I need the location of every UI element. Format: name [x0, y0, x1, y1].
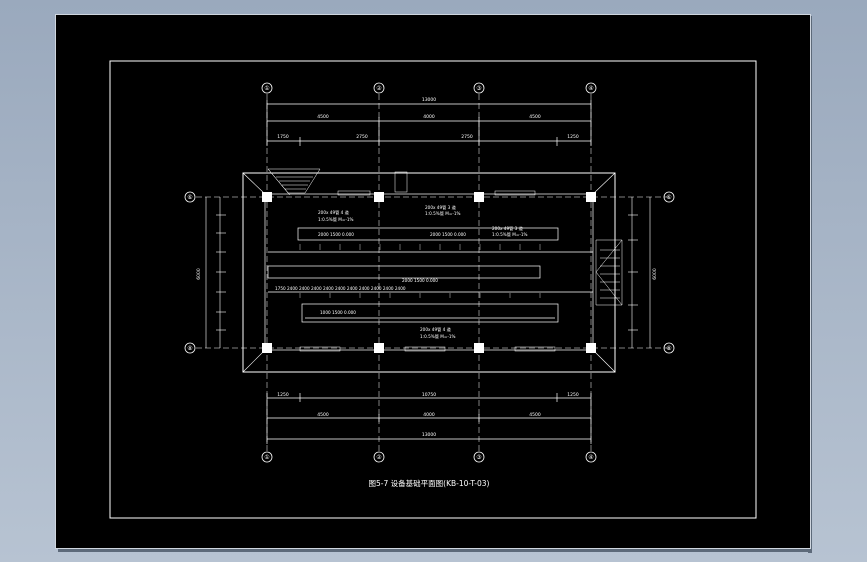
spacing-row-label: 1750 2400 2400 2400 2400 2400 2400 2400 …	[275, 286, 406, 291]
note-upper-2: 200x 49管 3 道	[425, 204, 457, 211]
axis-label-4-bottom: ④	[588, 454, 593, 461]
inner-frame	[109, 60, 757, 519]
dim-right-overall: 6000	[652, 268, 658, 280]
axis-label-b-left: ⑥	[187, 194, 192, 201]
trench-lower-label: 1000 1500 0.000	[320, 310, 356, 315]
window-top-1	[337, 190, 371, 196]
dim-top-sub-4: 1250	[567, 134, 579, 140]
note-upper-1: 200x 49管 4 道	[318, 209, 350, 216]
drawing-sheet[interactable]	[55, 14, 811, 549]
axis-label-3-bottom: ③	[476, 454, 481, 461]
dim-top-sub-3: 2750	[461, 134, 473, 140]
door-top	[394, 171, 408, 193]
dim-left-overall: 6000	[196, 268, 202, 280]
axis-label-4-top: ④	[588, 85, 593, 92]
dim-bottom-sub-2: 10750	[422, 392, 436, 398]
corner-hatching	[242, 172, 616, 373]
dim-bottom-overall: 13000	[422, 432, 436, 438]
trenches	[267, 227, 593, 323]
axis-label-2-top: ②	[376, 85, 382, 92]
axis-label-3-top: ③	[476, 85, 481, 92]
side-dimensions	[205, 197, 651, 348]
dim-top-overall: 13000	[422, 97, 436, 103]
dim-top-bay-1: 4500	[317, 114, 329, 120]
foundation-outline	[242, 172, 616, 373]
axis-label-b-right: ⑥	[666, 194, 671, 201]
dim-bottom-sub-3: 1250	[567, 392, 579, 398]
note-upper-1b: 1:0.5%管 M=-1%	[318, 216, 354, 223]
axis-label-a-right: ⑧	[666, 345, 671, 352]
dim-bottom-bay-3: 4500	[529, 412, 541, 418]
dim-bottom-bay-1: 4500	[317, 412, 329, 418]
dim-bottom-bay-2: 4000	[423, 412, 435, 418]
dim-top-bay-2: 4000	[423, 114, 435, 120]
note-upper-2b: 1:0.5%管 M=-1%	[425, 210, 461, 217]
note-upper-3: 200x 49管 3 道	[492, 225, 524, 232]
columns	[262, 192, 596, 353]
axis-label-1-bottom: ①	[264, 454, 269, 461]
axis-label-a-left: ⑧	[187, 345, 192, 352]
trench-mid-label: 2000 1500 0.000	[402, 278, 438, 283]
note-lower: 200x 49管 4 道	[420, 326, 452, 333]
tick-marks	[299, 244, 541, 298]
top-dimensions	[266, 100, 592, 146]
dim-top-bay-3: 4500	[529, 114, 541, 120]
dim-top-sub-2: 2750	[356, 134, 368, 140]
stair-top-left	[267, 168, 321, 196]
note-upper-3b: 1:0.5%管 M=-1%	[492, 231, 528, 238]
sheet-shadow-bottom	[58, 548, 812, 552]
bottom-dimensions	[266, 393, 592, 444]
dim-bottom-sub-1: 1250	[277, 392, 289, 398]
axis-bubbles-top	[184, 82, 675, 463]
trench-upper-label: 2000 1500 0.000	[318, 232, 354, 237]
trench-upper-label-2: 2000 1500 0.000	[430, 232, 466, 237]
dim-top-sub-1: 1750	[277, 134, 289, 140]
stair-right	[595, 239, 623, 306]
axis-label-2-bottom: ②	[376, 454, 382, 461]
note-lower-b: 1:0.5%管 M=-1%	[420, 333, 456, 340]
grid-axis-lines	[196, 94, 668, 452]
wall-outline	[264, 193, 594, 351]
drawing-caption: 图5-7 设备基础平面图(KB-10-T-03)	[369, 478, 490, 488]
axis-label-1-top: ①	[264, 85, 269, 92]
window-top-2	[494, 190, 536, 196]
bottom-windows	[299, 346, 556, 352]
